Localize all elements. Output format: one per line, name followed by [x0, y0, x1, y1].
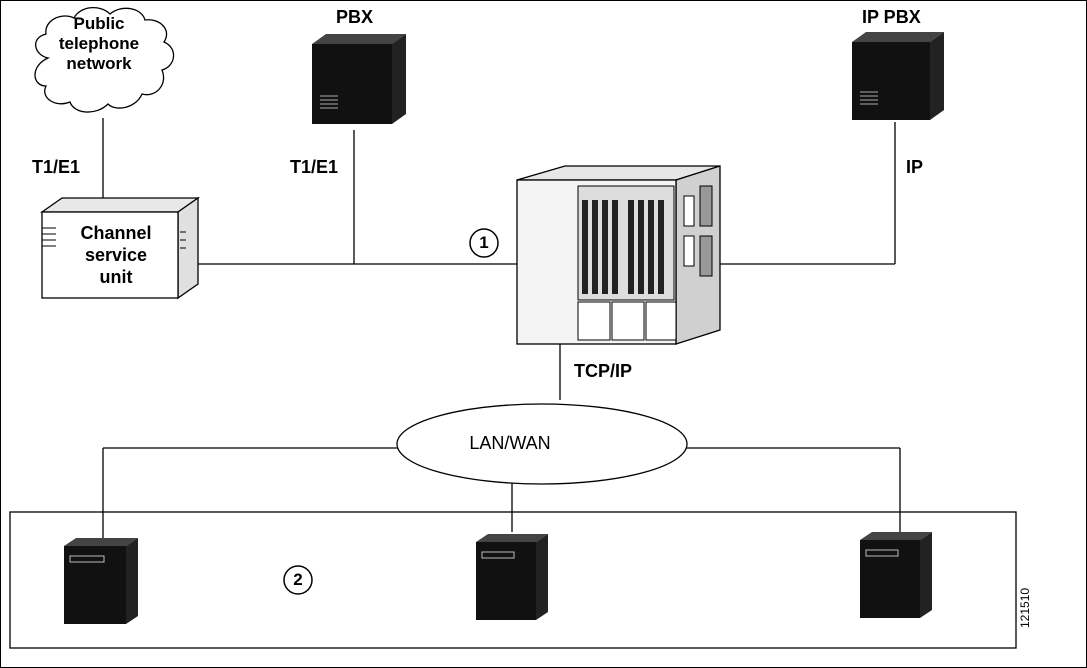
tcpip-label: TCP/IP: [574, 361, 633, 381]
csu-label-line-1: Channel: [80, 223, 152, 243]
server-farm-box: [9, 511, 1017, 649]
ip-pbx-label: IP PBX: [862, 7, 921, 27]
csu-label-line-3: unit: [99, 267, 133, 287]
pbx-device: [312, 34, 406, 124]
cloud-label-line-2: telephone: [58, 34, 140, 53]
cloud-label-line-3: network: [66, 54, 132, 73]
csu-label: Channel service unit: [66, 222, 166, 288]
t1e1-pbx-label: T1/E1: [290, 157, 339, 177]
lan-wan-label: LAN/WAN: [469, 433, 551, 453]
server-right: [860, 532, 932, 618]
csu-label-line-2: service: [84, 245, 148, 265]
pbx-label: PBX: [336, 7, 374, 27]
callout-2-circle: [283, 565, 313, 595]
lan-wan-ellipse: [396, 403, 688, 485]
cloud-shape: [34, 7, 175, 113]
callout-1-circle: [469, 228, 499, 258]
ip-label: IP: [906, 157, 924, 177]
channel-service-unit: [39, 196, 201, 300]
t1e1-left-label: T1/E1: [32, 157, 81, 177]
callout-2: 2: [293, 570, 303, 589]
router-chassis: [516, 165, 721, 345]
connection-lines: [102, 118, 901, 538]
cloud-label-line-1: Public: [73, 14, 125, 33]
server-left: [64, 538, 138, 624]
ip-pbx-device: [852, 32, 944, 120]
callout-1: 1: [479, 233, 489, 252]
server-middle: [476, 534, 548, 620]
figure-id: 121510: [1018, 587, 1032, 628]
cloud-label: Public telephone network: [40, 14, 158, 74]
